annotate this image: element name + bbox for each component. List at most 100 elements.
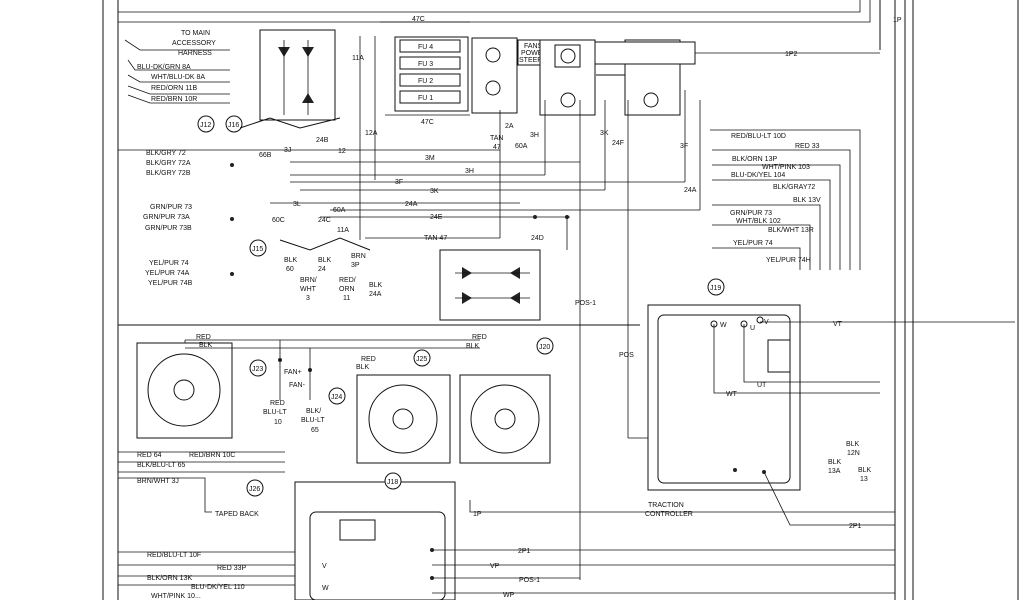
wire-label: RED/BLU-LT 10F: [147, 552, 201, 559]
wire-label: WHT/BLK 102: [736, 218, 781, 225]
bus-stud-nut: [560, 48, 576, 64]
break-line: [239, 117, 341, 129]
controller-inner: [657, 314, 791, 484]
label-1p-top: 1P: [893, 17, 902, 24]
fuse-row-4: FU 4: [399, 39, 461, 53]
harness-wire: [127, 74, 230, 83]
label-line: 65: [311, 427, 319, 434]
wire-label: GRN/PUR 73: [730, 210, 772, 217]
connector-j20-label: J20: [539, 344, 550, 351]
connector-j20: [536, 337, 554, 355]
fan-blk-label: BLK: [466, 343, 480, 350]
controller-title-2: CONTROLLER: [645, 511, 693, 518]
terminal-u-label: U: [750, 325, 755, 332]
label-vp: VP: [490, 563, 500, 570]
label-line: 24: [318, 266, 326, 273]
wire-label: BLK/GRAY72: [773, 184, 815, 191]
right-wire: [712, 164, 841, 270]
wire-label: YEL/PUR 74: [733, 240, 773, 247]
fan-blk-label: BLK: [199, 342, 213, 349]
fuse-fu1: [399, 90, 461, 104]
wire-label: BLU-DK/YEL 104: [731, 172, 785, 179]
fuse-fu3: [399, 56, 461, 70]
left-terminal-arrows: [230, 163, 234, 276]
wire-label: GRN/PUR 73A: [143, 214, 190, 221]
label-line: BLK: [369, 282, 383, 289]
wire-label: WHT/BLU-DK 8A: [151, 74, 205, 81]
connector-j23-label: J23: [252, 366, 263, 373]
label-24b: 24B: [316, 137, 329, 144]
vertical-label-blk13a: BLK 13A: [828, 459, 842, 475]
label-line: WHT: [300, 286, 317, 293]
controller-connector: [767, 339, 791, 373]
connector-j24: [328, 387, 346, 405]
controller-title-1: TRACTION: [648, 502, 684, 509]
label-line: BLK/: [306, 408, 321, 415]
left-group-1: BLU-DK/GRN 8A WHT/BLU-DK 8A RED/ORN 11B …: [137, 64, 205, 103]
fuse-label: FU 4: [418, 44, 433, 51]
wire-label: BLK/WHT 13R: [768, 227, 814, 234]
connector-j19: [707, 278, 725, 296]
label-line: BLK: [318, 257, 332, 264]
terminal-dot: [230, 163, 234, 167]
fuse-row-2: FU 2: [399, 73, 461, 87]
wire-label: RED/ORN 11B: [151, 85, 197, 92]
connector-j26: [246, 479, 264, 497]
label-24e: 24E: [430, 214, 443, 221]
vertical-label-blk24: BLK 24: [318, 257, 332, 273]
label-line: RED: [270, 400, 285, 407]
label-2p1-b: 2P1: [518, 548, 531, 555]
label-line: BLK: [284, 257, 298, 264]
vertical-label-blk13: BLK 13: [858, 467, 872, 483]
wire-label: YEL/PUR 74H: [766, 257, 811, 264]
right-group: RED/BLU-LT 10D RED 33 BLK/ORN 13P WHT/PI…: [730, 133, 821, 264]
label-3k: 3K: [430, 188, 439, 195]
label-1p2: 1P2: [785, 51, 798, 58]
terminal-dot: [230, 272, 234, 276]
wire-label: RED/BLU-LT 10D: [731, 133, 786, 140]
relay-terminal: [485, 47, 501, 63]
connector-j12: [197, 115, 215, 133]
wire-label: RED/BRN 10R: [151, 96, 197, 103]
label-47: 47: [493, 144, 501, 151]
label-12: 12: [338, 148, 346, 155]
connector-j16-label: J16: [228, 122, 239, 129]
terminal-v: [756, 316, 764, 324]
bus-stud-nut: [643, 92, 659, 108]
fuse-fu2: [399, 73, 461, 87]
wire-label: BLU-DK/GRN 8A: [137, 64, 191, 71]
label-24d: 24D: [531, 235, 544, 242]
label-11a: 11A: [352, 55, 364, 62]
label-24a-2: 24A: [684, 187, 697, 194]
label-line: BLK: [858, 467, 872, 474]
wire-label: YEL/PUR 74A: [145, 270, 190, 277]
label-3f: 3F: [395, 179, 403, 186]
wire-label: RED 64: [137, 452, 162, 459]
connector-j15-label: J15: [252, 246, 263, 253]
module-term-w: W: [322, 585, 329, 592]
wire-label: RED 33: [795, 143, 820, 150]
connector-j25: [413, 349, 431, 367]
label-3k-2: 3K: [600, 130, 609, 137]
wire-label: BLK/BLU-LT 65: [137, 462, 185, 469]
label-line: ORN: [339, 286, 355, 293]
label-24f: 24F: [612, 140, 624, 147]
fan-label-blk-blu: BLK/ BLU-LT 65: [301, 408, 325, 434]
wire-label: GRN/PUR 73: [150, 204, 192, 211]
connector-j15: [249, 239, 267, 257]
wire-label: BLK/ORN 13K: [147, 575, 192, 582]
wire-label: BLU-DK/YEL 110: [191, 584, 245, 591]
fan-red-label: RED: [196, 334, 211, 341]
vertical-label-redorn: RED/ ORN 11: [339, 277, 356, 302]
label-pos1-b: POS-1: [519, 577, 540, 584]
right-wire: [712, 224, 811, 270]
splice-dot: [533, 215, 537, 219]
label-3f-2: 3F: [680, 143, 688, 150]
connector-j12-label: J12: [200, 122, 211, 129]
label-vt: VT: [833, 321, 843, 328]
harness-wire: [127, 94, 230, 104]
right-wire: [712, 247, 801, 270]
module-term-v: V: [322, 563, 327, 570]
label-line: BLK: [828, 459, 842, 466]
power-label: POWER: [521, 50, 547, 57]
